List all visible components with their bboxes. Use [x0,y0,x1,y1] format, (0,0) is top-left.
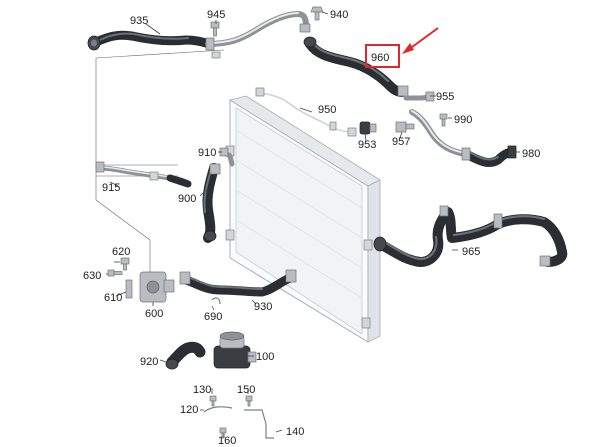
callout-140[interactable]: 140 [286,426,304,438]
hose-920[interactable] [165,341,206,370]
callout-630[interactable]: 630 [83,270,101,282]
hose-980[interactable] [409,109,517,167]
bracket-140[interactable] [244,409,274,439]
callout-957[interactable]: 957 [392,136,410,148]
callout-980[interactable]: 980 [522,148,540,160]
callout-910[interactable]: 910 [198,147,216,159]
sensor-953[interactable] [359,121,377,135]
callout-620[interactable]: 620 [112,246,130,258]
sensor-957[interactable] [395,121,415,133]
callout-960[interactable]: 960 [371,52,389,64]
assembly-guide-lines [95,49,225,272]
callout-950[interactable]: 950 [318,104,336,116]
bolt-150[interactable] [245,395,253,407]
callout-690[interactable]: 690 [204,311,222,323]
leader-lines [106,11,520,438]
bracket-950[interactable] [255,87,357,137]
callout-600[interactable]: 600 [145,308,163,320]
callout-150[interactable]: 150 [237,384,255,396]
callout-935[interactable]: 935 [130,15,148,27]
callout-940[interactable]: 940 [330,9,348,21]
pointer-arrow-icon [402,27,439,54]
callout-945[interactable]: 945 [207,9,225,21]
callout-900[interactable]: 900 [178,193,196,205]
bolt-945[interactable] [210,21,220,37]
callout-120[interactable]: 120 [180,404,198,416]
bolt-130[interactable] [209,395,217,407]
callout-920[interactable]: 920 [140,356,158,368]
clip-935-mount[interactable] [211,51,221,59]
bolt-940[interactable] [310,6,324,21]
callout-990[interactable]: 990 [454,114,472,126]
callout-130[interactable]: 130 [193,384,211,396]
callout-915[interactable]: 915 [102,182,120,194]
callout-955[interactable]: 955 [436,91,454,103]
callout-160[interactable]: 160 [218,435,236,447]
water-pump-100[interactable] [213,331,257,369]
bolt-620[interactable] [120,257,130,271]
callout-930[interactable]: 930 [254,301,272,313]
callout-953[interactable]: 953 [358,139,376,151]
callout-965[interactable]: 965 [462,246,480,258]
bracket-120[interactable] [203,406,233,413]
hose-900[interactable] [202,163,221,243]
pipe-915[interactable] [95,161,192,188]
hose-935[interactable] [87,11,311,51]
hose-930[interactable] [179,269,297,297]
callout-labels: 935 945 940 960 950 955 990 953 957 980 … [83,9,540,447]
bracket-610[interactable] [125,279,133,299]
callout-610[interactable]: 610 [104,292,122,304]
hose-965[interactable] [373,205,568,267]
hose-960[interactable] [303,36,409,97]
callout-100[interactable]: 100 [256,351,274,363]
highlight-box-960 [365,44,400,68]
bolt-990[interactable] [439,113,448,127]
clip-690[interactable] [211,297,221,305]
bolt-630[interactable] [107,269,123,277]
thermostat-600[interactable] [139,271,175,303]
connector-955[interactable] [403,91,435,102]
radiator[interactable] [225,95,381,343]
